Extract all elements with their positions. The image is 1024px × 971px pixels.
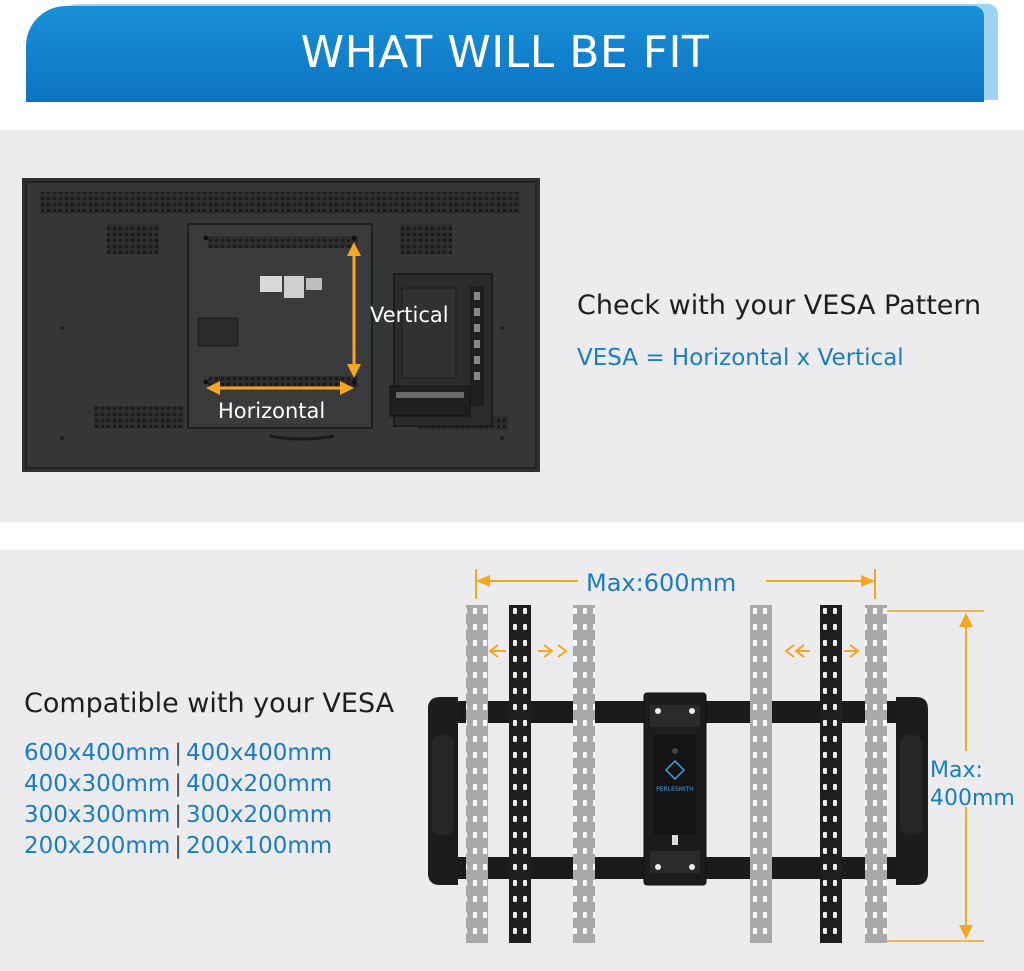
compat-title: Compatible with your VESA [24,688,395,719]
max-height-label-line2: 400mm [930,786,1015,811]
tv-back-illustration: Vertical Horizontal [22,178,540,472]
vesa-size-list: 600x400mm|400x400mm 400x300mm|400x200mm … [24,738,332,862]
slide-arrows-right [784,644,860,658]
check-vesa-title: Check with your VESA Pattern [577,290,982,321]
vertical-dimension-arrow [347,242,361,378]
size-separator: | [174,771,182,797]
size-value: 400x400mm [185,740,333,766]
size-separator: | [174,802,182,828]
max-width-dimension [475,569,876,599]
vesa-formula: VESA = Horizontal x Vertical [577,345,904,371]
size-value: 600x400mm [24,740,171,766]
size-value: 200x200mm [24,833,171,859]
vertical-arm [466,605,488,943]
header-banner: WHAT WILL BE FIT [26,4,998,102]
vertical-arm [750,605,772,943]
label-vertical: Vertical [370,303,449,327]
max-height-label-line1: Max: [930,758,983,783]
size-row: 400x300mm|400x200mm [24,769,332,800]
size-row: 300x300mm|300x200mm [24,800,332,831]
size-value: 300x300mm [24,802,171,828]
max-height-dimension [880,610,984,942]
size-row: 200x200mm|200x100mm [24,831,332,862]
center-wall-plate: PERLESMITH [643,692,707,886]
brand-mark: PERLESMITH [656,786,694,793]
vertical-arm [865,605,887,943]
vertical-arm [820,605,842,943]
size-value: 400x300mm [24,771,171,797]
size-separator: | [174,740,182,766]
size-separator: | [174,833,182,859]
mount-bracket-illustration: Max:600mm Max: 400mm [428,569,1015,943]
vertical-arm [573,605,595,943]
label-horizontal: Horizontal [218,399,325,423]
slide-arrows-left [488,644,568,658]
max-width-label: Max:600mm [586,569,736,597]
size-value: 200x100mm [185,833,333,859]
banner-title: WHAT WILL BE FIT [300,26,710,78]
size-row: 600x400mm|400x400mm [24,738,332,769]
size-value: 300x200mm [185,802,333,828]
horizontal-dimension-arrow [206,381,354,395]
tv-back-panel: Vertical Horizontal [0,130,1024,522]
vertical-arm [509,605,531,943]
banner-bar: WHAT WILL BE FIT [26,6,984,102]
size-value: 400x200mm [185,771,333,797]
